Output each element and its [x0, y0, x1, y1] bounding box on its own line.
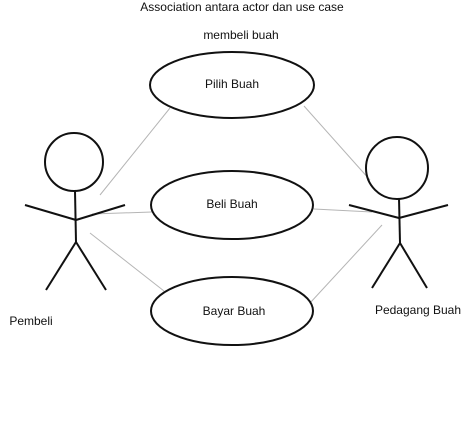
actor-pembeli-label: Pembeli	[9, 314, 53, 328]
actor-pedagang-body	[398, 197, 401, 244]
actor-pedagang-figure[interactable]	[348, 136, 449, 289]
actor-pembeli-right-arm	[75, 204, 126, 221]
use-case-pilih-buah-label: Pilih Buah	[204, 77, 260, 91]
actor-pedagang-head	[365, 136, 429, 200]
use-case-beli-buah[interactable]	[150, 170, 314, 240]
diagram-title: Association antara actor dan use case	[140, 0, 344, 14]
actor-pembeli-left-leg	[45, 241, 77, 291]
actor-pembeli-left-arm	[24, 204, 77, 221]
actor-pembeli-figure[interactable]	[24, 132, 126, 291]
system-label: membeli buah	[203, 28, 279, 42]
use-case-pilih-buah[interactable]	[149, 51, 315, 119]
actor-pedagang-label: Pedagang Buah	[374, 303, 462, 317]
association-pedagang-beli	[313, 208, 373, 213]
actor-pedagang-right-arm	[398, 204, 449, 219]
actor-pembeli-head	[44, 132, 104, 192]
actor-pembeli-body	[74, 190, 77, 243]
association-pedagang-bayar	[309, 224, 383, 304]
association-pembeli-pilih	[99, 107, 171, 196]
actor-pedagang-left-leg	[371, 242, 401, 289]
association-pembeli-bayar	[89, 232, 165, 292]
use-case-beli-buah-label: Beli Buah	[206, 197, 258, 211]
association-pembeli-beli	[91, 211, 153, 215]
associations	[89, 105, 383, 304]
use-case-bayar-buah[interactable]	[150, 276, 314, 346]
actor-pedagang-left-arm	[348, 204, 400, 219]
association-pedagang-pilih	[303, 105, 371, 181]
actor-pedagang-right-leg	[399, 242, 428, 289]
actor-pembeli-right-leg	[75, 241, 107, 291]
use-case-bayar-buah-label: Bayar Buah	[202, 304, 266, 318]
